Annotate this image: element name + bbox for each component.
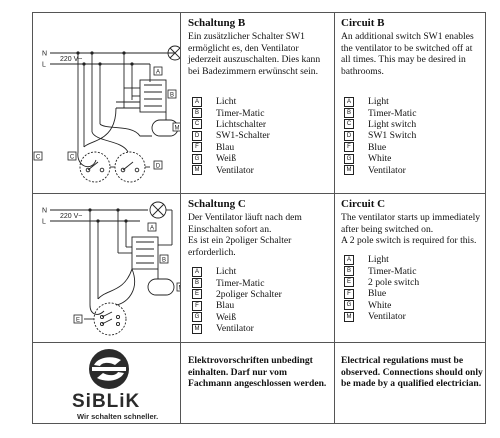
voltage-label: 220 V~ [60,213,82,220]
brand-slogan: Wir schalten schneller. [77,412,159,421]
tag-d: D [156,164,161,170]
tag-a: A [150,226,154,232]
schaltung-c-title: Schaltung C [188,198,246,210]
tag-b: B [162,258,166,264]
sheet-frame [32,12,486,424]
tag-b: B [170,93,174,99]
voltage-label: 220 V~ [60,56,82,63]
row-divider-2 [32,342,486,343]
schaltung-b-title: Schaltung B [188,17,246,29]
circuit-c-title: Circuit C [341,198,386,210]
terminal-l: L [42,62,46,69]
schaltung-b-text: Ein zusätzlicher Schalter SW1 ermöglicht… [188,31,321,77]
brand-name: SiBLiK [72,391,141,412]
tag-a: A [156,70,160,76]
circuit-c-diagram: A B E M N L 220 V~ [42,201,181,336]
tag-m: M [175,126,180,132]
warning-en: Electrical regulations must be observed.… [341,355,483,390]
circuit-c-text: The ventilator starts up immediately aft… [341,212,481,247]
row-divider-1 [32,193,486,194]
terminal-l: L [42,219,46,226]
siblik-logo-icon [89,349,129,389]
tag-c: C [36,155,41,161]
col-divider-2 [334,12,335,424]
circuit-b-diagram: A B C C D M N L 220 V~ [33,45,180,183]
schaltung-c-text: Der Ventilator läuft nach dem Einschalte… [188,212,302,258]
terminal-n: N [42,51,47,58]
circuit-b-text: An additional switch SW1 enables the ven… [341,31,474,77]
circuit-b-title: Circuit B [341,17,385,29]
tag-c: C [70,155,75,161]
col-divider-1 [180,12,181,424]
tag-m: M [179,286,181,292]
terminal-n: N [42,208,47,215]
warning-de: Elektrovorschriften unbedingt einhalten.… [188,355,327,390]
tag-e: E [76,318,80,324]
